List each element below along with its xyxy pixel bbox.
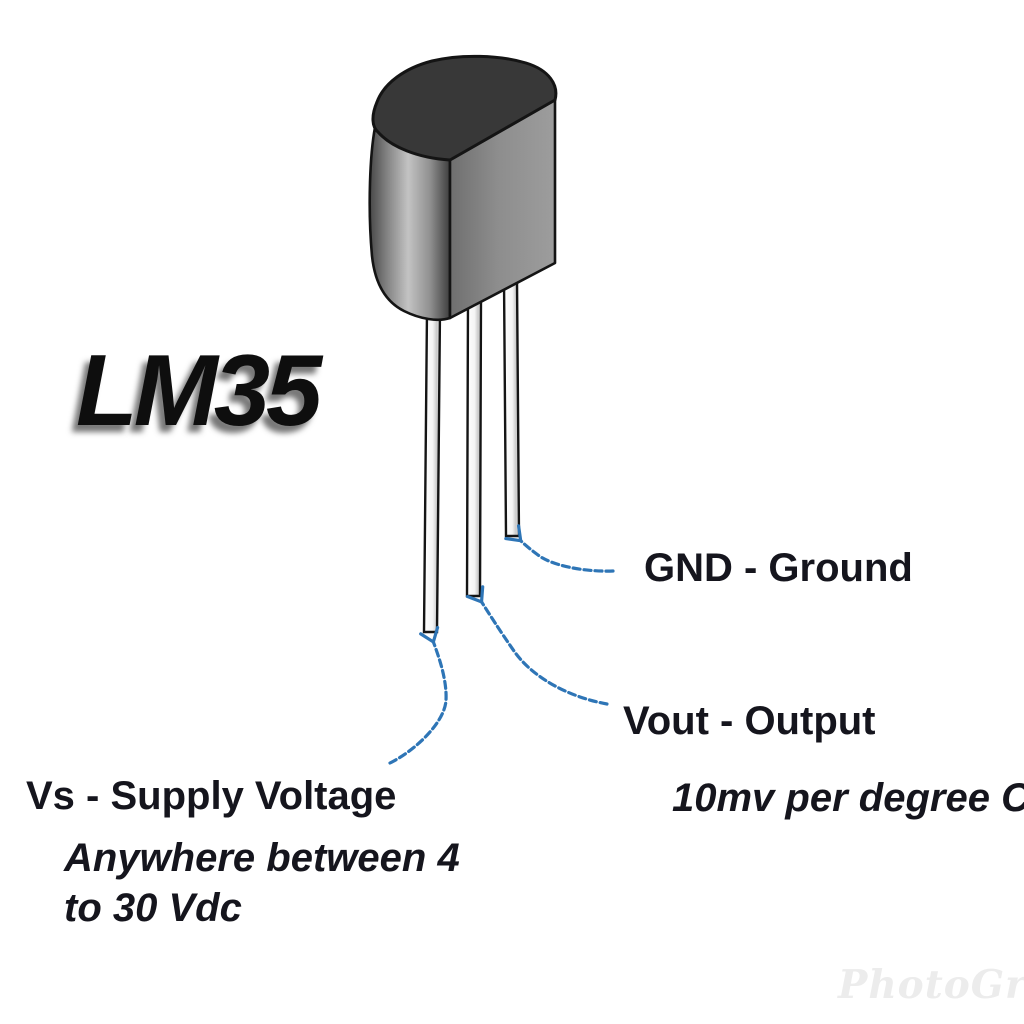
to92-package bbox=[368, 54, 558, 634]
label-gnd: GND - Ground bbox=[644, 546, 913, 590]
note-vs-range-line2: to 30 Vdc bbox=[64, 886, 242, 930]
arrow-vs bbox=[388, 625, 448, 765]
label-vout: Vout - Output bbox=[623, 699, 876, 743]
pin-vout bbox=[465, 294, 483, 598]
pin-gnd bbox=[502, 278, 521, 538]
note-vout-sensitivity: 10mv per degree C bbox=[672, 776, 1024, 820]
arrow-gnd bbox=[504, 524, 615, 573]
note-vs-range-line1: Anywhere between 4 bbox=[64, 836, 460, 880]
callout-arrows bbox=[388, 524, 615, 765]
photogrid-watermark: PhotoGrid bbox=[838, 962, 1024, 1008]
package-top-face bbox=[371, 54, 558, 162]
pin-vs bbox=[422, 308, 442, 634]
part-title: LM35 bbox=[76, 335, 322, 447]
label-vs: Vs - Supply Voltage bbox=[26, 774, 397, 818]
arrow-vout bbox=[465, 585, 609, 706]
